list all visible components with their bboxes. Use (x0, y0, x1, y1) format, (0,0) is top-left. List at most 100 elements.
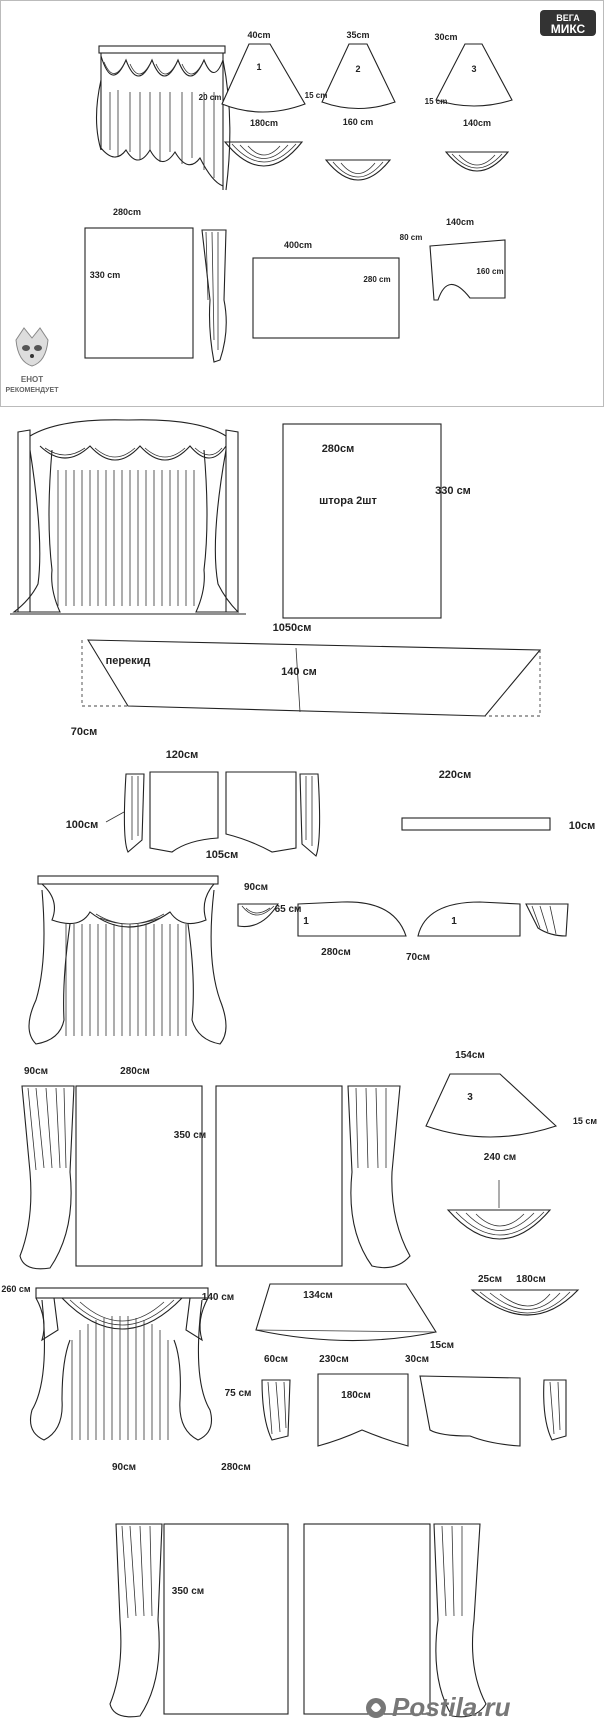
curtain-illustration-2 (10, 419, 246, 615)
p5-panel-width-label: 280см (120, 1066, 150, 1077)
p1-panel-width-label: 280cm (113, 207, 141, 217)
curtain-illustration-4 (28, 875, 227, 1045)
p2-perekid-width-label: 1050см (273, 622, 312, 634)
swag3-shape (435, 43, 513, 107)
p6-valance-width-label: 230см (319, 1354, 349, 1365)
pattern-panel-7: 90см 280см 350 см Postila.ru (109, 1462, 511, 1722)
swag2-top-label: 35cm (346, 30, 369, 40)
p7-right-tie (433, 1523, 487, 1718)
swag1-number: 1 (256, 62, 261, 72)
p6-swag-shape (255, 1283, 437, 1342)
swag2-drop-label: 15 cm (305, 91, 328, 100)
p1-tail-right-label: 160 cm (476, 267, 503, 276)
p7-panel-height-label: 350 см (172, 1586, 204, 1597)
p5-left-tie (19, 1085, 75, 1270)
p1-valance-height-label: 280 cm (363, 275, 390, 284)
svg-text:ВЕГА: ВЕГА (556, 13, 580, 23)
swag-pattern-3: 30cm 3 15 cm 140cm (425, 32, 513, 172)
p3-jabot-bottom-label: 105см (206, 849, 239, 861)
p4-piece-left-number: 1 (303, 916, 309, 927)
p4-swag-width-label: 90см (244, 882, 268, 893)
p6-jabot-width-label: 60см (264, 1354, 288, 1365)
p3-strip-height-label: 10см (569, 820, 596, 832)
p5-swag-top-label: 154см (455, 1050, 485, 1061)
p3-strip-width-label: 220см (439, 769, 472, 781)
p6-valance-left (317, 1373, 409, 1447)
pattern-panel-5: 90см 280см 350 см 154см 3 15 см 240 см (19, 1050, 598, 1270)
postila-logo: Postila.ru (366, 1692, 511, 1722)
p5-swag-shape (425, 1073, 558, 1138)
swag3-number: 3 (471, 64, 476, 74)
p2-curtain-name-label: штора 2шт (319, 495, 377, 507)
p7-tie-width-label: 90см (112, 1462, 136, 1473)
p3-jabot-left (149, 771, 219, 853)
p3-left-cascade (123, 773, 145, 853)
p5-panel-left-rect (75, 1085, 203, 1267)
p2-perekid-side-label: 70см (71, 726, 98, 738)
p2-curtain-height-label: 330 см (435, 485, 471, 497)
p5-swag-drop-label: 15 см (573, 1116, 598, 1126)
p2-curtain-rect (282, 423, 442, 619)
p1-valance-width-label: 400cm (284, 240, 312, 250)
swag2-number: 2 (355, 64, 360, 74)
swag1-bottom-label: 180cm (250, 118, 278, 128)
p6-valance-side-label: 30см (405, 1354, 429, 1365)
p6-swag2-width-label: 180см (516, 1274, 546, 1285)
swag3-drop-label: 15 cm (425, 97, 448, 106)
raccoon-badge: ЕНОТ РЕКОМЕНДУЕТ (6, 327, 60, 394)
badge-line1: ЕНОТ (21, 375, 43, 384)
p2-perekid-height-label: 140 см (281, 666, 317, 678)
p7-panel-right-rect (303, 1523, 431, 1715)
p3-right-cascade (299, 773, 321, 857)
p4-piece-right-number: 1 (451, 916, 457, 927)
p6-valance-right (419, 1375, 521, 1447)
p1-panel-rect (84, 227, 194, 359)
p4-piece-right (417, 901, 521, 937)
postila-watermark: Postila.ru (392, 1692, 511, 1722)
p6-cornice-height-label-a: 140 см (202, 1292, 234, 1303)
p1-panel-height-label: 330 cm (90, 270, 121, 280)
curtain-illustration-6 (29, 1287, 213, 1441)
p6-swag-top-label: 134см (303, 1290, 333, 1301)
p4-piece-gap-label: 70см (406, 952, 430, 963)
p4-piece-left (297, 901, 407, 937)
p2-perekid-label: перекид (106, 655, 151, 667)
p6-valance-height-label: 180см (341, 1390, 371, 1401)
swag-pattern-1: 40cm 1 20 cm 180cm (199, 30, 306, 167)
pattern-panel-1: ВЕГА МИКС 40cm 1 20 cm 180cm 35cm 2 15 c… (0, 0, 604, 407)
p4-piece-width-label: 280см (321, 947, 351, 958)
swag3-bottom-label: 140cm (463, 118, 491, 128)
p3-strip-rect (401, 817, 551, 831)
badge-line2: РЕКОМЕНДУЕТ (6, 387, 60, 394)
p2-curtain-width-label: 280см (322, 443, 355, 455)
p7-panel-left-rect (163, 1523, 289, 1715)
p1-tail-shape (429, 239, 506, 301)
p2-perekid-shape (87, 639, 542, 717)
p1-tie-illustration (201, 229, 227, 363)
p6-swag-drop-label: 15см (430, 1340, 454, 1351)
swag3-top-label: 30cm (434, 32, 457, 42)
pattern-panel-4: 90см 65 см 1 1 280см 70см (28, 875, 569, 1045)
p6-swag2-side-label: 25см (478, 1274, 502, 1285)
svg-text:МИКС: МИКС (551, 22, 586, 36)
swag2-bottom-label: 160 cm (343, 117, 374, 127)
swag-pattern-2: 35cm 2 15 cm 160 cm (305, 30, 396, 181)
p4-swag-shape (237, 903, 279, 928)
p5-panel-height-label: 350 см (174, 1130, 206, 1141)
panel-1-border (0, 0, 604, 407)
pattern-panel-3: 120см 100см 105см 220см 10см (66, 749, 596, 861)
p5-panel-right-rect (215, 1085, 343, 1267)
p5-tie-width-label: 90см (24, 1066, 48, 1077)
curtain-illustration-1 (96, 45, 231, 191)
p3-jabot-width-label: 120см (166, 749, 199, 761)
p4-swag-height-label: 65 см (275, 904, 302, 915)
swag1-shape (221, 43, 306, 113)
swag1-drop-label: 20 cm (199, 93, 222, 102)
p7-left-tie (109, 1523, 163, 1718)
p5-swag-bottom-label: 240 см (484, 1152, 516, 1163)
p6-cornice-width-label: 260 см (1, 1284, 31, 1294)
vega-mix-logo: ВЕГА МИКС (540, 10, 596, 36)
p5-right-tie (347, 1085, 411, 1269)
pattern-panel-2: 280см штора 2шт 330 см 1050см перекид 14… (10, 419, 542, 738)
